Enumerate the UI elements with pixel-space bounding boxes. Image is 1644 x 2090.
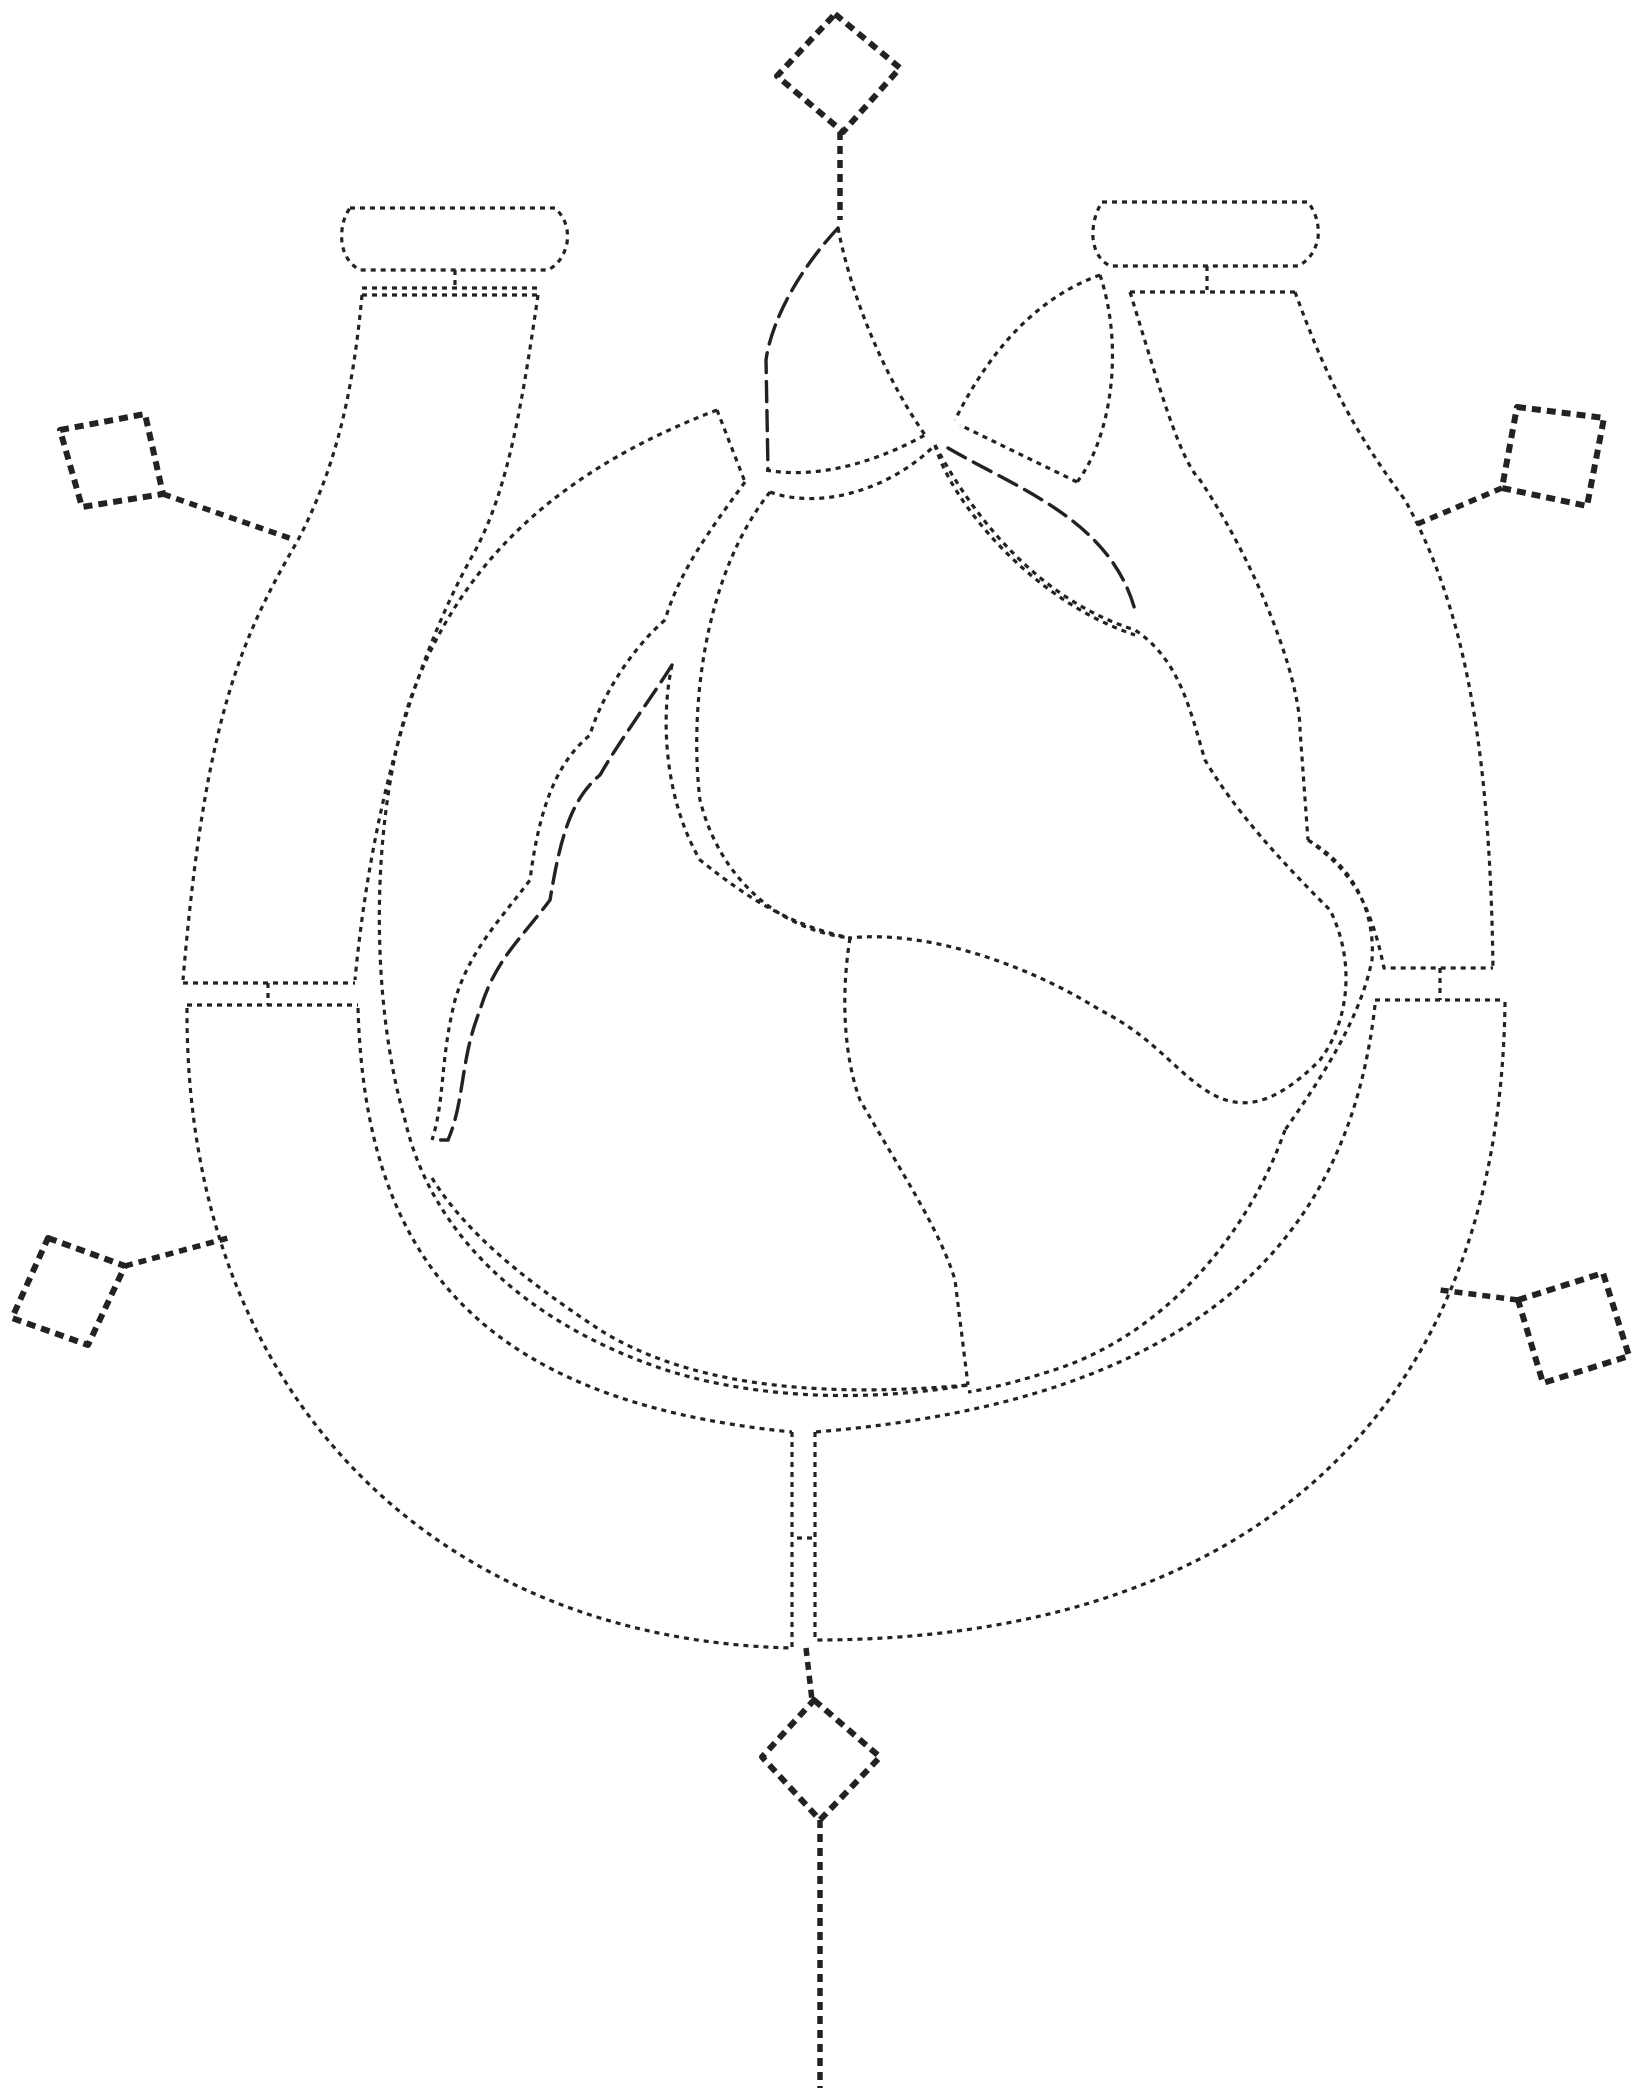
leader-lines [125,132,1518,1300]
outer-band [187,1002,1505,1648]
label-box-bottom [762,1700,880,1820]
label-box-lower-left [12,1238,125,1345]
label-box-lower-right [1518,1273,1629,1383]
septum-band [432,620,968,1390]
heart-body [379,410,1372,1396]
label-box-upper-right [1502,407,1604,506]
left-vessel [183,208,568,1005]
label-box-upper-left [60,414,163,507]
label-box-top [777,14,900,132]
bottom-stem [806,1648,820,2088]
